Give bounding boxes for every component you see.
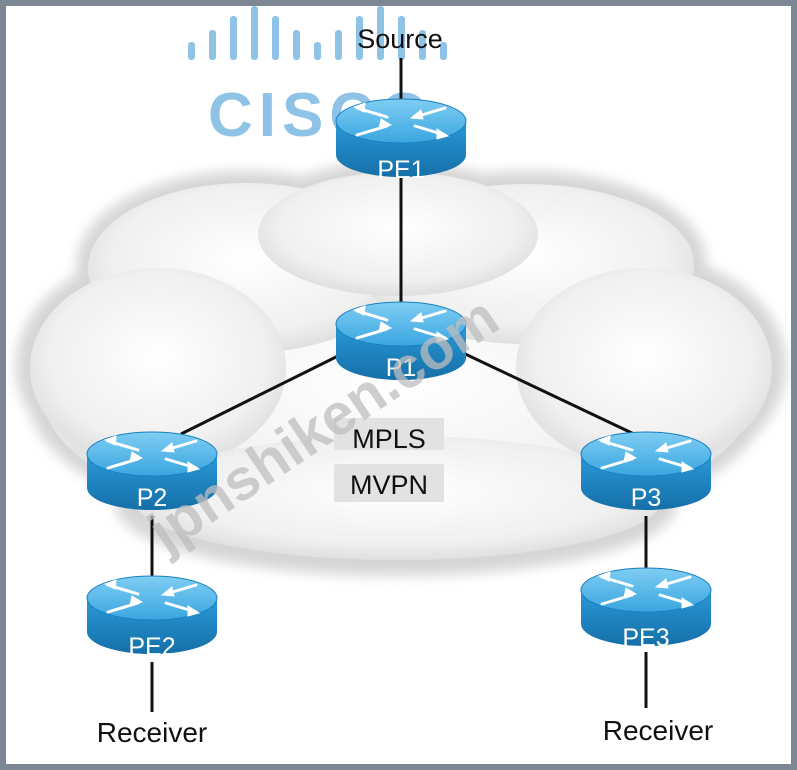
router-label-p2: P2 xyxy=(137,484,168,512)
router-pe2: PE2 xyxy=(85,574,219,661)
diagram-canvas: MPLS MVPN CISCO xyxy=(6,6,791,764)
cloud-label-mpls: MPLS xyxy=(352,424,426,454)
router-p1: P1 xyxy=(334,300,468,382)
link-p1-p3 xyxy=(460,350,635,436)
cloud-label-bg-1 xyxy=(334,418,444,450)
receiver-label-left: Receiver xyxy=(97,717,207,748)
mpls-cloud: MPLS MVPN xyxy=(16,161,786,576)
router-label-pe1: PE1 xyxy=(377,156,424,184)
cloud-label-bg-2 xyxy=(334,464,444,502)
links xyxy=(150,58,648,712)
receiver-label-right: Receiver xyxy=(603,715,713,746)
router-label-p1: P1 xyxy=(386,354,417,382)
router-label-p3: P3 xyxy=(631,484,662,512)
router-pe1: PE1 xyxy=(334,97,468,184)
cloud-label-mvpn: MVPN xyxy=(350,470,428,500)
router-p3: P3 xyxy=(579,430,713,512)
router-p2: P2 xyxy=(85,430,219,512)
cisco-logo-bars xyxy=(188,6,447,60)
router-pe3: PE3 xyxy=(579,566,713,652)
router-label-pe3: PE3 xyxy=(622,624,669,652)
link-p1-p2 xyxy=(180,350,347,436)
router-label-pe2: PE2 xyxy=(128,633,175,661)
network-diagram: MPLS MVPN CISCO xyxy=(16,6,786,748)
source-label: Source xyxy=(357,24,443,54)
